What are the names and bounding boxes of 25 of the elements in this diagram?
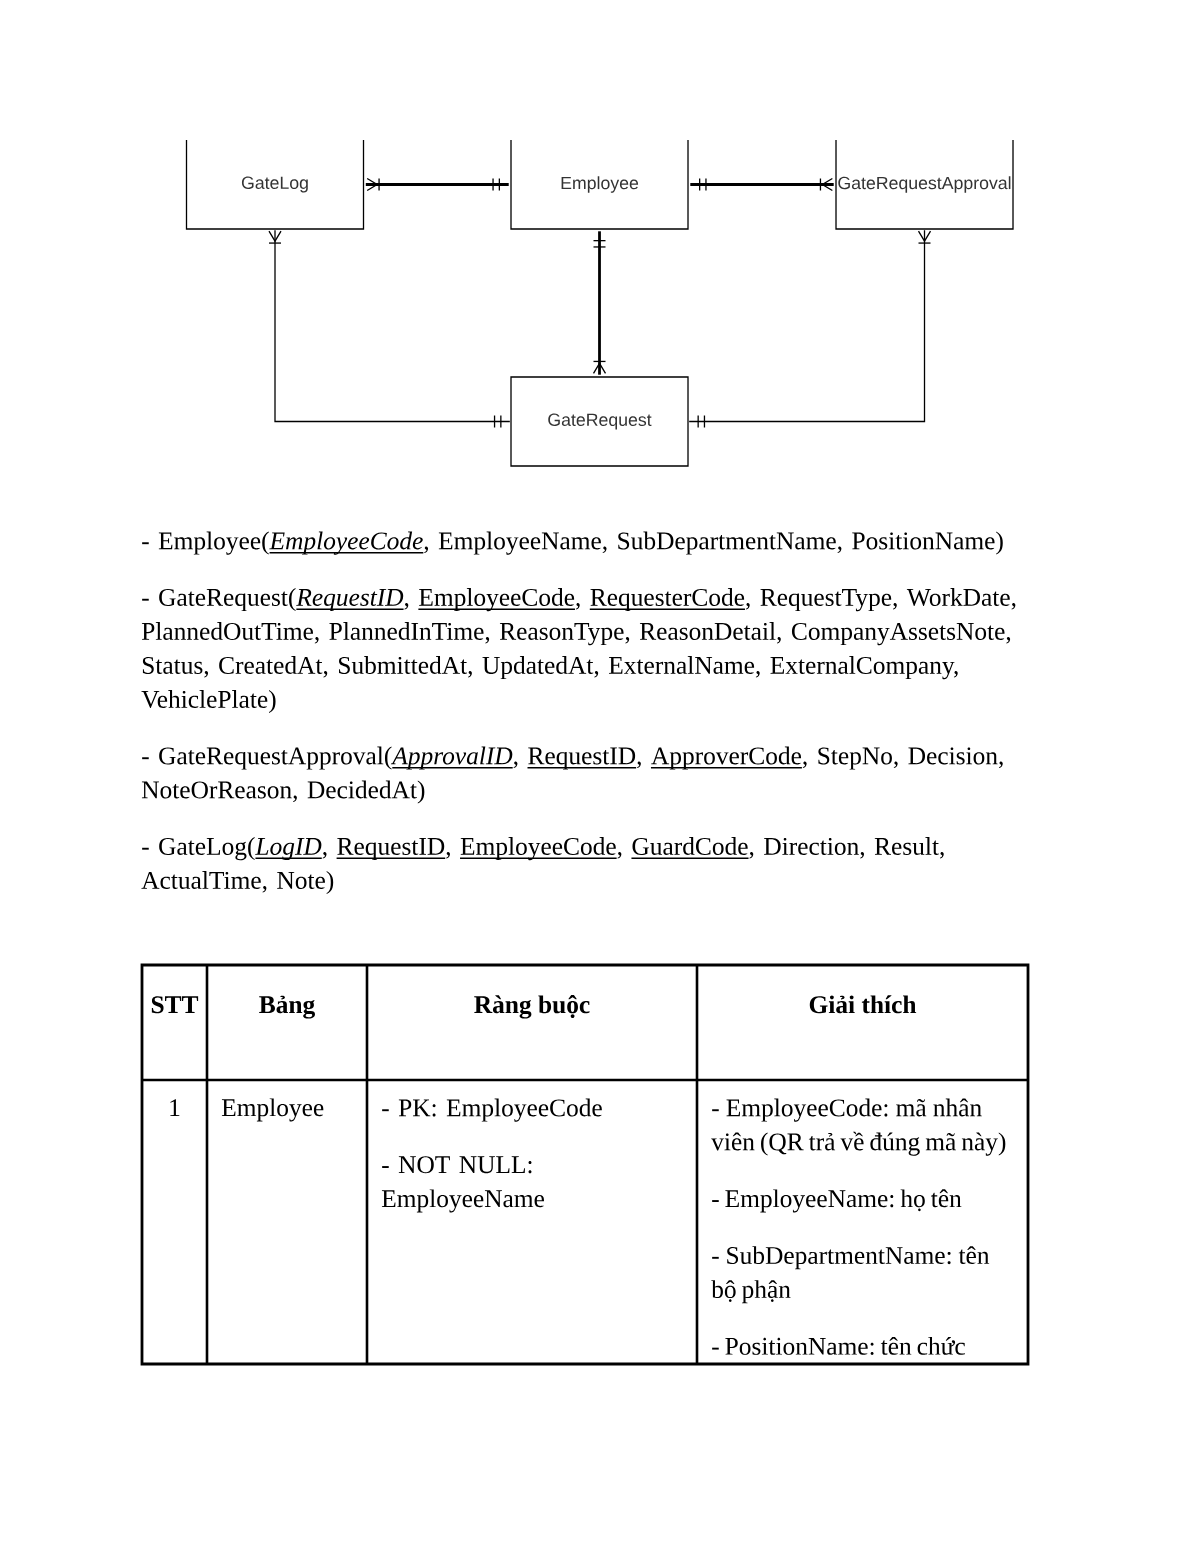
column-header: Giải thích (809, 995, 917, 1014)
entity-box: GateLog (185, 139, 365, 230)
relationship-line (268, 229, 511, 429)
schema-text: - GateRequestApproval(ApprovalID, RequestID, ApproverCode, StepNo, Decision, NoteOrReason, DecidedAt) (141, 746, 1003, 804)
cell-text: - PK: EmployeeCode (382, 1098, 602, 1122)
schema-text: - GateRequest(RequestID, EmployeeCode, RequesterCode, RequestType, WorkDate, PlannedOutTime, PlannedInTime, ReasonType, ReasonDetail, CompanyAssetsNote, Status, CreatedAt, SubmittedAt, UpdatedAt, ExternalName, ExternalCompany, VehiclePlate) (141, 588, 1016, 714)
column-header: Ràng buộc (474, 995, 590, 1019)
cell-text: - SubDepartmentName: tên bộ phận (711, 1246, 990, 1304)
relationship-line (592, 229, 607, 377)
relationship-line (363, 177, 511, 192)
relationship-line (688, 229, 932, 429)
schema-text: - GateLog(LogID, RequestID, EmployeeCode, GuardCode, Direction, Result, ActualTime, Note) (141, 837, 944, 895)
entity-box: GateRequestApproval (835, 139, 1014, 230)
cell-text: - NOT NULL: EmployeeName (381, 1156, 544, 1213)
column-header: STT (151, 996, 199, 1014)
cell-text: Employee (221, 1098, 324, 1122)
column-header: Bảng (259, 995, 315, 1019)
entity-box: GateRequest (510, 376, 689, 467)
schema-text: - Employee(EmployeeCode, EmployeeName, SubDepartmentName, PositionName) (142, 531, 1003, 555)
cell-text: - PositionName: tên chức (712, 1336, 965, 1355)
entity-box: Employee (510, 139, 689, 230)
cell-text: - EmployeeCode: mã nhân viên (QR trả về đúng mã này) (711, 1098, 1006, 1156)
cell-text: - EmployeeName: họ tên (712, 1189, 962, 1213)
relationship-line (688, 177, 836, 192)
cell-text: 1 (170, 1099, 180, 1116)
